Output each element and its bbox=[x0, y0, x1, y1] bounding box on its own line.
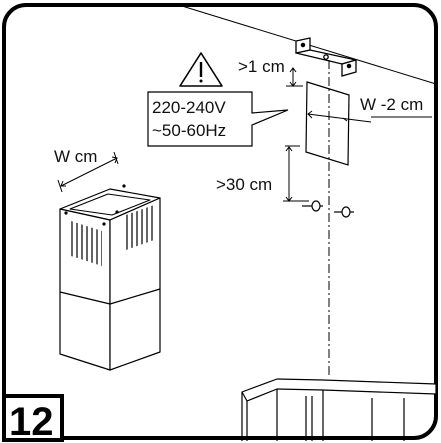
left-vent-slots bbox=[68, 220, 102, 266]
warning-box bbox=[147, 91, 289, 147]
step-number-badge bbox=[2, 394, 64, 442]
top-clearance-label: >1 cm bbox=[238, 57, 285, 76]
wall-screws bbox=[302, 200, 354, 218]
warning-triangle-icon bbox=[179, 52, 223, 87]
top-clearance-dimension bbox=[286, 67, 303, 87]
frequency-label: ~50-60Hz bbox=[152, 121, 226, 140]
hood-canopy bbox=[241, 378, 437, 441]
chimney-screw-holes bbox=[64, 184, 126, 226]
step-number: 12 bbox=[9, 400, 54, 443]
side-offset-label: W -2 cm bbox=[360, 95, 423, 114]
ceiling-bracket bbox=[295, 37, 357, 77]
wall-template bbox=[305, 81, 350, 166]
bracket-gap-dimension bbox=[283, 145, 309, 202]
chimney-width-dimension bbox=[57, 151, 119, 193]
bracket-gap-label: >30 cm bbox=[216, 175, 272, 194]
chimney-width-label: W cm bbox=[54, 147, 97, 166]
side-offset-dimension bbox=[307, 110, 432, 123]
voltage-label: 220-240V bbox=[152, 98, 226, 117]
right-vent-slots bbox=[126, 205, 154, 250]
